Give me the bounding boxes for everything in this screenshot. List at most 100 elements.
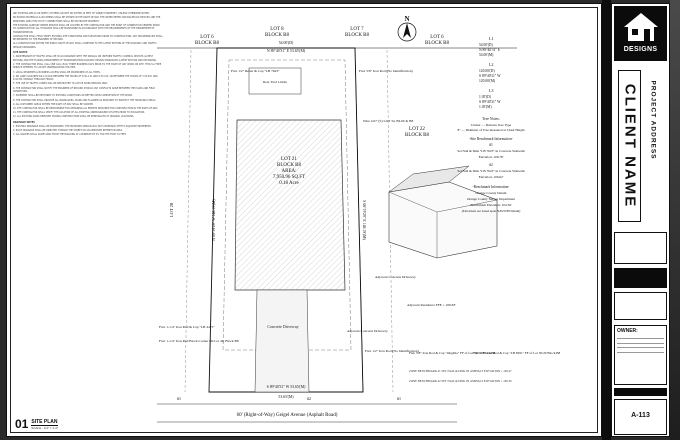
tree-note-heading: Tree Notes: <box>482 117 500 121</box>
center-area-sqft: 7,950.96 SQ.FT <box>273 175 305 180</box>
center-block: BLOCK B8 <box>277 163 302 168</box>
north-label: N <box>404 15 409 23</box>
drainage-heading: Drainage Notes <box>13 120 35 124</box>
lot6-label: LOT 6 <box>200 35 214 40</box>
line-table-cell: N 89°40'31" E <box>479 48 501 52</box>
setback-line <box>222 59 352 351</box>
client-name-box: CLIENT NAME <box>618 70 641 222</box>
lot7-label: LOT 8 <box>270 27 284 32</box>
title-block-cell <box>614 292 667 320</box>
iron-rod-label: Fnd. 5/8" Iron Rod (No Identification) <box>359 69 414 73</box>
benchmark-line: Elevation: 106.62' <box>479 175 504 179</box>
note-item: 11. The contractor shall verify the loca… <box>13 111 145 115</box>
line-table-cell: 1.05'(M) <box>479 105 492 109</box>
bearing-right: S 00°19'29" E 148.19'(M) <box>362 200 366 240</box>
note-item: 4. No lane closures will occur between t… <box>13 74 158 82</box>
drainage-item: 1. Existing drainage shall be maintained… <box>13 124 152 128</box>
drainage-item: 3. All grades shall slope away from the … <box>13 133 127 137</box>
line-table-label: L1 <box>489 36 493 41</box>
note-item: 8. The contractor shall provide all barr… <box>13 98 157 102</box>
note-paragraph: All construction within the public right… <box>13 42 157 49</box>
owner-box: OWNER: <box>614 325 667 385</box>
sheet-id-box: A-113 <box>614 399 667 435</box>
street-label: 60' (Right-of-Way) Geigel Avenue (Asphal… <box>237 413 338 418</box>
client-name: CLIENT NAME <box>621 83 638 209</box>
tree-note-line: 8" — Diameter of Tree measured at Chest … <box>457 128 524 132</box>
zone-benchmark-label: ZONE BENCHMARK #2 SET NAIL & DISK IN ASP… <box>409 379 512 383</box>
benchmark-line: Orange County Datum <box>476 191 507 195</box>
owner-label: OWNER: <box>617 328 638 334</box>
iron-rod-label: Fnd. 5/8" Iron Rod & Cap "LB 8291" FF of… <box>473 351 561 355</box>
background-photo <box>670 0 680 440</box>
adjacent-driveway2-label: Adjacent Concrete Driveway <box>347 329 388 333</box>
drawing-sheet: Any existing wells or septic systems on … <box>6 3 602 437</box>
note-paragraph: No excess materials & no debris shall be… <box>13 16 161 23</box>
tree-notes: Tree Notes: Cluster — Denotes Tree Type … <box>457 117 524 132</box>
project-address-box: PROJECT ADDRESS <box>646 70 660 170</box>
line-table-cell: S 89°40'31" W <box>479 74 501 78</box>
house-logo-icon <box>624 13 658 41</box>
concrete-driveway <box>254 289 310 393</box>
title-block-dark-cell <box>614 388 667 396</box>
note-item: 3. Local residential business access sha… <box>13 70 101 74</box>
note-paragraph: The existing sanitary sewer service shal… <box>13 23 160 34</box>
sheet-scale: SCALE : 1/4" = 1'-0" <box>31 426 59 430</box>
zone-benchmark-label: ZONE BENCHMARK #1 SET NAIL & DISK IN ASP… <box>409 369 512 373</box>
line-table-cell: 120.00'(D) <box>479 69 495 73</box>
iron-rod-label: Fnd. 5/8" Iron Rod & Cap "illegible" FF … <box>409 351 496 355</box>
line-table-cell: 54.00'(D) <box>479 43 494 47</box>
sheet-frame <box>10 7 598 433</box>
note-paragraph: Any existing wells or septic systems on … <box>13 12 150 15</box>
benchmark-info: -Site Benchmark Information- #1 Set Nail… <box>457 137 525 213</box>
line-table-cell: S 89°40'31" W <box>479 100 501 104</box>
center-area-acres: 0.18 Acre <box>279 181 299 186</box>
iron-rod-label: Fnd. 1/2" Rebar & Cap "LB 7623" <box>231 69 280 73</box>
sheet-number: 01 <box>15 417 29 431</box>
title-block-cell <box>614 232 667 264</box>
block-corner-label: Fnd. 1-1/4" Iron Rod Block Corner On Lot… <box>159 339 239 344</box>
lot20-label: LOT 20 <box>169 202 174 217</box>
lot7-block: BLOCK B8 <box>265 33 290 38</box>
note-item: 5. The use of traffic cones will be rest… <box>13 82 108 86</box>
benchmark-line: Benchmark Elevation: 104.56' <box>470 203 512 207</box>
lot8-block: BLOCK B8 <box>345 33 370 38</box>
site-plan-drawing: Rear Yard Limits Concrete Driveway LOT 2… <box>157 15 561 423</box>
bottom-right-labels: Fnd. 5/8" Iron Rod & Cap "illegible" FF … <box>409 351 561 383</box>
iron-rod-label: Fnd. 1/2" Iron Rod (No Identification) <box>365 349 420 353</box>
line-table-cell: 54.00'(M) <box>479 53 494 57</box>
rear-yard-area <box>248 67 302 95</box>
line-table-label: L3 <box>489 88 493 93</box>
house-footprint <box>234 119 346 291</box>
benchmark-line: Orange County Survey Department <box>467 197 515 201</box>
sheet-title-block: 01 SITE PLAN SCALE : 1/4" = 1'-0" <box>15 417 59 431</box>
bearing-bottom-dist: 53.65'(M) <box>278 395 294 399</box>
line-table-cell: 120.00'(M) <box>479 79 496 83</box>
title-block-dark-cell <box>614 268 667 288</box>
sheet-id: A-113 <box>631 412 650 419</box>
benchmark-line: -Site Benchmark Information- <box>469 137 513 141</box>
line-table-label: L2 <box>489 62 493 67</box>
note-item: 9. All disturbed areas within the right-… <box>13 102 94 106</box>
adjacent-driveway-label: Adjacent Concrete Driveway <box>375 275 416 279</box>
drainage-item: 2. Roof drainage shall be directed towar… <box>13 129 123 133</box>
general-notes: Any existing wells or septic systems on … <box>13 12 163 392</box>
driveway-label: Concrete Driveway <box>267 324 298 329</box>
benchmark-line: -Benchmark Information- <box>472 185 510 189</box>
benchmark-line: Set Nail & Disk "LB 7623" in Concrete Si… <box>457 149 525 153</box>
adjacent-residence-label: Adjacent Residence FFE = 106.83' <box>407 303 456 307</box>
bearing-top: N 89°40'31" E 53.65'(M) <box>267 49 306 53</box>
company-name: DESIGNS <box>623 46 658 53</box>
wire-fence-label: Wire 4.07' (S) LOT 34, BLOCK B8 <box>363 119 413 124</box>
note-paragraph: Contractor shall field verify existing s… <box>13 34 163 42</box>
benchmark-line: (Elevations are based upon NAVD 88 Datum… <box>462 209 521 213</box>
benchmark-line: #1 <box>489 143 493 147</box>
tree-note-line: Cluster — Denotes Tree Type <box>471 123 512 127</box>
note-item: 10. The contractor shall be responsible … <box>13 106 158 110</box>
benchmark-ref: #1 <box>397 396 401 401</box>
line-table: L1 54.00'(D) N 89°40'31" E 54.00'(M) L2 … <box>479 36 501 109</box>
lot6-block: BLOCK B8 <box>195 41 220 46</box>
iron-rod-label: Fnd. 1-1/4" Iron Rod & Cap "LB 4475" <box>159 325 215 329</box>
benchmark-line: Set Nail & Disk "LB 7623" in Concrete Si… <box>457 169 525 173</box>
title-block: DESIGNS CLIENT NAME PROJECT ADDRESS OWNE… <box>611 3 670 437</box>
lot-right-label: LOT 6 <box>430 35 444 40</box>
